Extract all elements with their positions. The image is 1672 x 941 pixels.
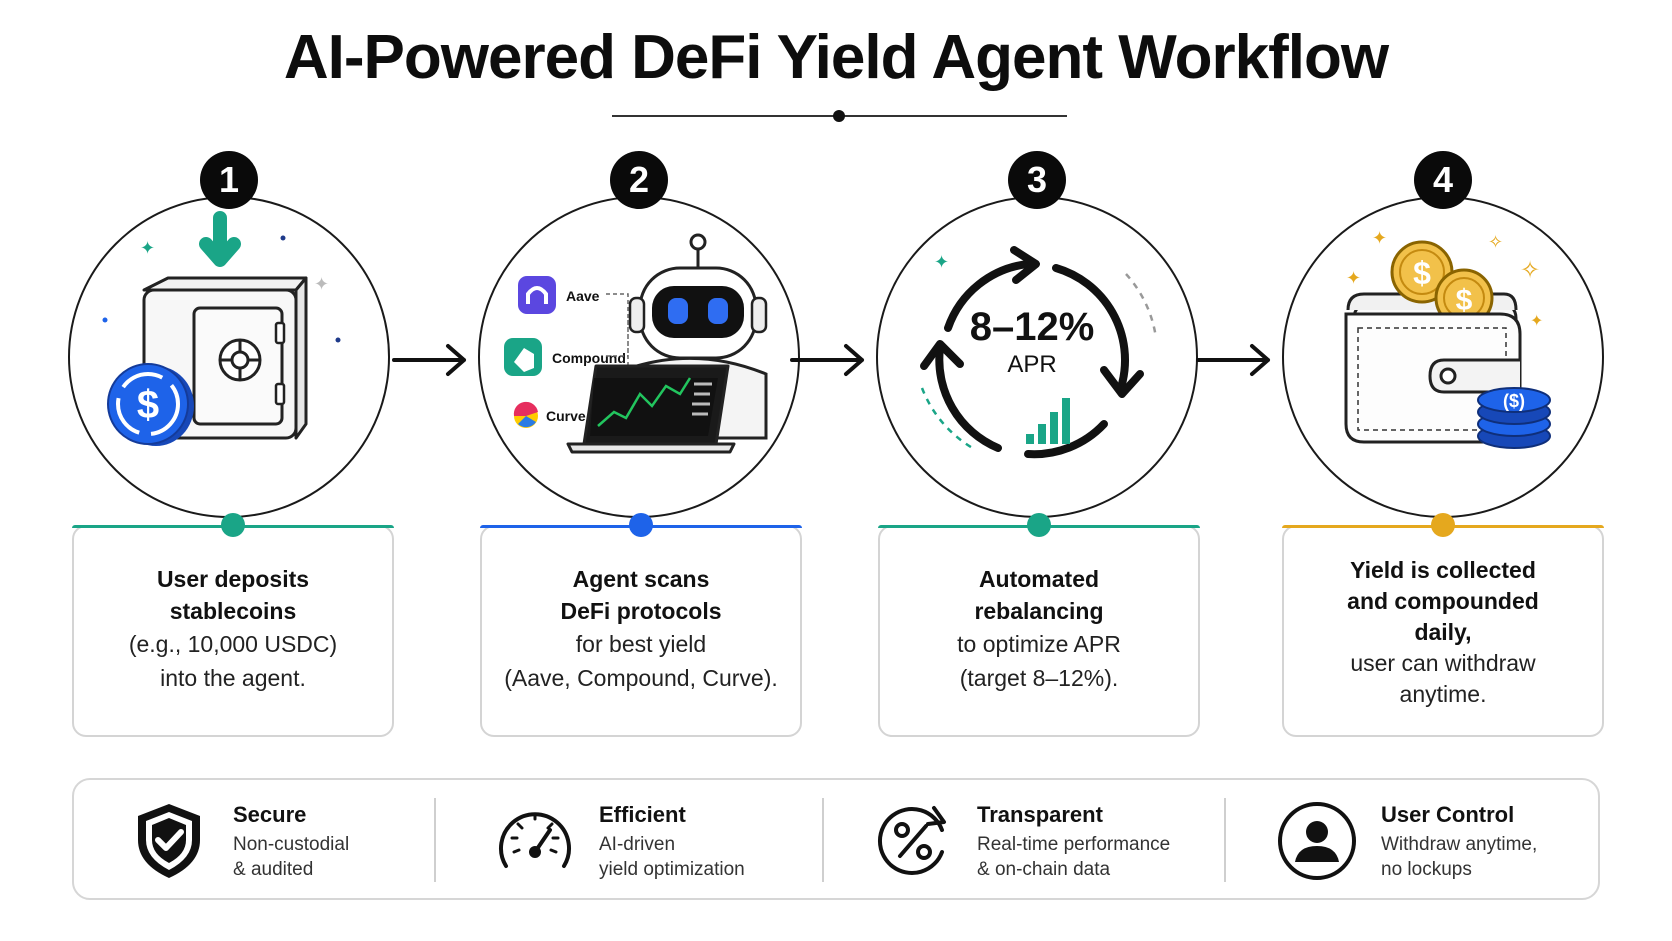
step-1-illustration: ✦ ✦ $ xyxy=(68,196,390,518)
svg-text:($): ($) xyxy=(1503,391,1525,411)
step-3-heading-line2: rebalancing xyxy=(974,598,1104,624)
feature-transparent-line2: & on-chain data xyxy=(977,859,1111,880)
robot-with-laptop-icon: Aave Compound Curve xyxy=(504,233,768,454)
step-4-heading-line1: Yield is collected xyxy=(1350,557,1536,583)
step-1-card: User deposits stablecoins (e.g., 10,000 … xyxy=(72,513,394,737)
feature-user-control-line1: Withdraw anytime, xyxy=(1381,834,1538,855)
feature-user-control-title: User Control xyxy=(1381,802,1515,827)
arrow-right-icon xyxy=(790,344,864,376)
feature-efficient: Efficient AI-driven yield optimization xyxy=(494,780,814,898)
feature-secure: Secure Non-custodial & audited xyxy=(128,780,428,898)
user-icon xyxy=(1278,802,1356,880)
feature-secure-line2: & audited xyxy=(233,859,314,880)
protocol-aave-label: Aave xyxy=(566,288,600,304)
arrow-right-icon xyxy=(1196,344,1270,376)
step-1-number-badge: 1 xyxy=(200,151,258,209)
page-title: AI-Powered DeFi Yield Agent Workflow xyxy=(283,23,1389,92)
svg-text:✧: ✧ xyxy=(1520,257,1540,284)
svg-text:✦: ✦ xyxy=(1346,268,1361,288)
protocol-curve-label: Curve xyxy=(546,408,586,424)
step-3-number-badge: 3 xyxy=(1008,151,1066,209)
step-2-body-line1: for best yield xyxy=(575,631,707,657)
step-3-dot xyxy=(1027,513,1051,537)
svg-text:✦: ✦ xyxy=(1372,228,1387,248)
features-bar: Secure Non-custodial & audited Efficient… xyxy=(72,778,1600,900)
step-4-number-badge: 4 xyxy=(1414,151,1472,209)
feature-transparent: Transparent Real-time performance & on-c… xyxy=(872,780,1212,898)
shield-check-icon xyxy=(138,804,200,878)
step-3-body-line1: to optimize APR xyxy=(957,631,1121,657)
svg-text:✦: ✦ xyxy=(1530,313,1543,330)
feature-user-control: User Control Withdraw anytime, no lockup… xyxy=(1276,780,1596,898)
step-4-heading-line3: daily, xyxy=(1414,619,1472,645)
svg-text:✦: ✦ xyxy=(314,274,329,294)
step-1-body-line1: (e.g., 10,000 USDC) xyxy=(128,631,338,657)
step-3-illustration: ✦ 8–12% APR xyxy=(876,196,1198,518)
arrow-right-icon xyxy=(392,344,466,376)
step-2-card: Agent scans DeFi protocols for best yiel… xyxy=(480,513,802,737)
step-4-body-line1: user can withdraw xyxy=(1350,650,1536,676)
step-1-body-line2: into the agent. xyxy=(160,665,306,691)
apr-value: 8–12% xyxy=(970,305,1095,349)
speedometer-icon xyxy=(499,812,571,868)
svg-text:✧: ✧ xyxy=(1488,232,1503,252)
step-2-body-line2: (Aave, Compound, Curve). xyxy=(504,665,778,691)
step-2-illustration: Aave Compound Curve xyxy=(478,196,800,518)
step-3-heading-line1: Automated xyxy=(978,566,1100,592)
protocol-compound-label: Compound xyxy=(552,350,626,366)
svg-text:✦: ✦ xyxy=(934,252,949,272)
feature-user-control-line2: no lockups xyxy=(1381,859,1472,880)
svg-text:✦: ✦ xyxy=(140,238,155,258)
step-2-heading-line1: Agent scans xyxy=(572,566,710,592)
svg-text:$: $ xyxy=(1456,284,1473,317)
feature-divider xyxy=(1224,798,1226,882)
wallet-with-coins-icon: ✦ ✦ ✧ ✧ ✦ $ $ ($) xyxy=(1344,228,1551,449)
percent-cycle-icon xyxy=(877,806,946,875)
feature-efficient-line2: yield optimization xyxy=(599,859,745,880)
step-3-card: Automated rebalancing to optimize APR (t… xyxy=(878,513,1200,737)
feature-divider xyxy=(434,798,436,882)
step-4-body-line2: anytime. xyxy=(1399,681,1487,707)
step-1-heading-line1: User deposits xyxy=(156,566,310,592)
apr-label: APR xyxy=(1007,351,1056,378)
feature-secure-line1: Non-custodial xyxy=(233,834,350,855)
svg-text:$: $ xyxy=(137,383,159,427)
feature-efficient-title: Efficient xyxy=(599,802,686,827)
step-3-body-line2: (target 8–12%). xyxy=(959,665,1119,691)
feature-divider xyxy=(822,798,824,882)
title-divider-dot xyxy=(833,110,845,122)
feature-transparent-line1: Real-time performance xyxy=(977,834,1171,855)
feature-transparent-title: Transparent xyxy=(977,802,1103,827)
step-1-dot xyxy=(221,513,245,537)
safe-with-usdc-icon: ✦ ✦ $ xyxy=(102,211,341,446)
step-1-heading-line2: stablecoins xyxy=(169,598,297,624)
svg-text:$: $ xyxy=(1413,255,1431,291)
step-4-dot xyxy=(1431,513,1455,537)
rebalance-cycle-icon: ✦ 8–12% APR xyxy=(920,246,1158,459)
feature-secure-title: Secure xyxy=(233,802,307,827)
step-2-heading-line2: DeFi protocols xyxy=(560,598,722,624)
step-2-number-badge: 2 xyxy=(610,151,668,209)
step-4-card: Yield is collected and compounded daily,… xyxy=(1282,513,1604,737)
step-2-dot xyxy=(629,513,653,537)
feature-efficient-line1: AI-driven xyxy=(599,834,676,855)
step-4-heading-line2: and compounded xyxy=(1347,588,1539,614)
step-4-illustration: ✦ ✦ ✧ ✧ ✦ $ $ ($) xyxy=(1282,196,1604,518)
